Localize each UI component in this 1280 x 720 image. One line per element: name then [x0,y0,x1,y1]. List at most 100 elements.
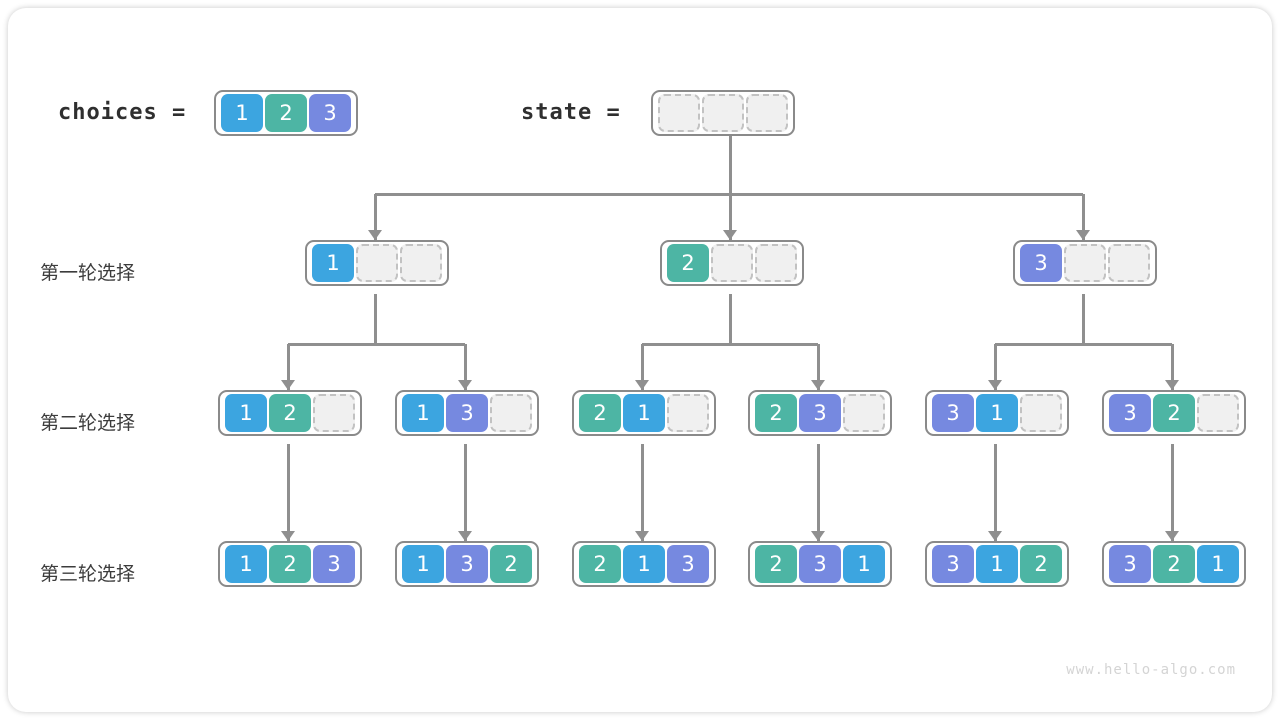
choices-cell-0: 1 [221,94,263,132]
node-round2-2-cell-2 [667,394,709,432]
state-label: state = [521,100,621,125]
arrow-head-round3-1 [458,531,472,541]
node-round2-3-cell-2 [843,394,885,432]
node-round3-5-cell-1: 2 [1153,545,1195,583]
arrow-head-round2-5 [1165,380,1179,390]
row-label-round1: 第一轮选择 [40,262,136,284]
node-round1-1: 2 [660,240,804,286]
node-round2-1-cell-1: 3 [446,394,488,432]
node-round2-0-cell-1: 2 [269,394,311,432]
arrow-head-round1-0 [368,230,382,240]
node-round2-1-cell-0: 1 [402,394,444,432]
connector-trunk-round2-0 [373,294,377,344]
connector-drop-round2-3 [816,344,820,390]
node-round3-3-cell-1: 3 [799,545,841,583]
state-array [651,90,795,136]
node-round1-2: 3 [1013,240,1157,286]
arrow-head-round3-4 [988,531,1002,541]
connector-drop-round3-0 [286,444,290,541]
connector-drop-round3-4 [993,444,997,541]
node-round3-2-cell-2: 3 [667,545,709,583]
arrow-head-round2-4 [988,380,1002,390]
node-round1-1-cell-2 [755,244,797,282]
watermark: www.hello-algo.com [1066,662,1236,678]
node-round2-5-cell-0: 3 [1109,394,1151,432]
connector-drop-round2-4 [993,344,997,390]
node-round3-0-cell-1: 2 [269,545,311,583]
node-round2-4-cell-2 [1020,394,1062,432]
connector-drop-round3-1 [463,444,467,541]
arrow-head-round2-1 [458,380,472,390]
node-round1-2-cell-1 [1064,244,1106,282]
node-round1-1-cell-1 [711,244,753,282]
connector-drop-round1-0 [373,194,377,240]
state-cell-2 [746,94,788,132]
connector-drop-round1-1 [728,194,732,240]
node-round2-5-cell-2 [1197,394,1239,432]
connector-drop-round2-5 [1170,344,1174,390]
connector-drop-round3-5 [1170,444,1174,541]
connector-drop-round3-2 [640,444,644,541]
node-round3-0-cell-2: 3 [313,545,355,583]
node-round3-3-cell-2: 1 [843,545,885,583]
row-label-round3: 第三轮选择 [40,563,136,585]
node-round1-2-cell-0: 3 [1020,244,1062,282]
choices-cell-2: 3 [309,94,351,132]
node-round3-1-cell-0: 1 [402,545,444,583]
node-round2-2-cell-0: 2 [579,394,621,432]
arrow-head-round3-2 [635,531,649,541]
connector-drop-round3-3 [816,444,820,541]
connector-bus-round2-0 [288,342,465,346]
arrow-head-round1-1 [723,230,737,240]
node-round3-2-cell-1: 1 [623,545,665,583]
connector-bus-round2-1 [642,342,818,346]
arrow-head-round1-2 [1076,230,1090,240]
node-round3-5-cell-0: 3 [1109,545,1151,583]
node-round2-3-cell-1: 3 [799,394,841,432]
arrow-head-round3-3 [811,531,825,541]
node-round1-1-cell-0: 2 [667,244,709,282]
arrow-head-round3-0 [281,531,295,541]
connector-drop-round2-0 [286,344,290,390]
arrow-head-round2-2 [635,380,649,390]
node-round1-0-cell-2 [400,244,442,282]
node-round3-2-cell-0: 2 [579,545,621,583]
arrow-head-round2-3 [811,380,825,390]
node-round3-4-cell-0: 3 [932,545,974,583]
node-round1-2-cell-2 [1108,244,1150,282]
node-round2-1-cell-2 [490,394,532,432]
node-round3-4-cell-1: 1 [976,545,1018,583]
node-round2-5-cell-1: 2 [1153,394,1195,432]
arrow-head-round2-0 [281,380,295,390]
node-round2-4-cell-1: 1 [976,394,1018,432]
node-round1-0-cell-1 [356,244,398,282]
arrow-head-round3-5 [1165,531,1179,541]
node-round2-3-cell-0: 2 [755,394,797,432]
node-round2-2-cell-1: 1 [623,394,665,432]
node-round1-0-cell-0: 1 [312,244,354,282]
node-round3-1-cell-1: 3 [446,545,488,583]
node-round2-4-cell-0: 3 [932,394,974,432]
state-cell-0 [658,94,700,132]
connector-drop-round2-1 [463,344,467,390]
connector-state-trunk [728,136,732,194]
node-round2-0-cell-2 [313,394,355,432]
node-round3-5-cell-2: 1 [1197,545,1239,583]
connector-trunk-round2-2 [1081,294,1085,344]
node-round3-3-cell-0: 2 [755,545,797,583]
node-round3-0-cell-0: 1 [225,545,267,583]
node-round3-4-cell-2: 2 [1020,545,1062,583]
